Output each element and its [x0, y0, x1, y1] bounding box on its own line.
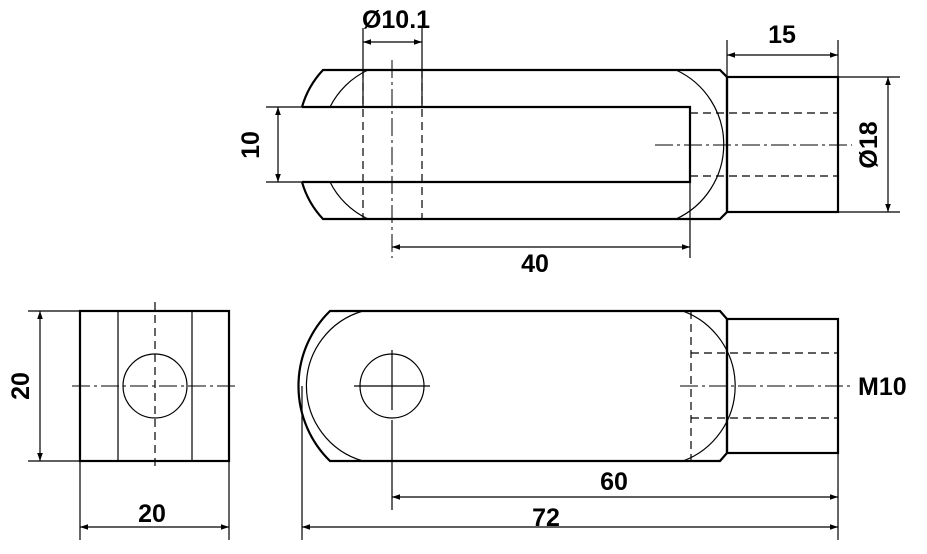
front-view-outline — [297, 309, 729, 463]
thread-callout: M10 — [858, 373, 907, 401]
dim-shank-length: 15 — [768, 21, 796, 49]
front-view: M10 60 72 — [297, 309, 907, 540]
eye-arc-left — [305, 310, 364, 462]
slot — [302, 105, 692, 184]
dim-slot-width: 10 — [237, 131, 265, 159]
top-view: Ø10.1 10 40 15 Ø18 — [237, 6, 900, 278]
dim-slot-length: 40 — [521, 250, 549, 278]
eye-arc-right — [682, 310, 736, 462]
dim-hole-diameter: Ø10.1 — [362, 6, 430, 34]
dim-width: 20 — [138, 500, 166, 528]
eye-arc-left — [329, 69, 369, 220]
dim-height: 20 — [7, 372, 35, 400]
dim-overall-length: 72 — [532, 504, 560, 532]
side-view: 20 20 — [7, 302, 237, 540]
dim-shank-diameter: Ø18 — [855, 121, 883, 168]
dim-hole-to-end: 60 — [600, 468, 628, 496]
